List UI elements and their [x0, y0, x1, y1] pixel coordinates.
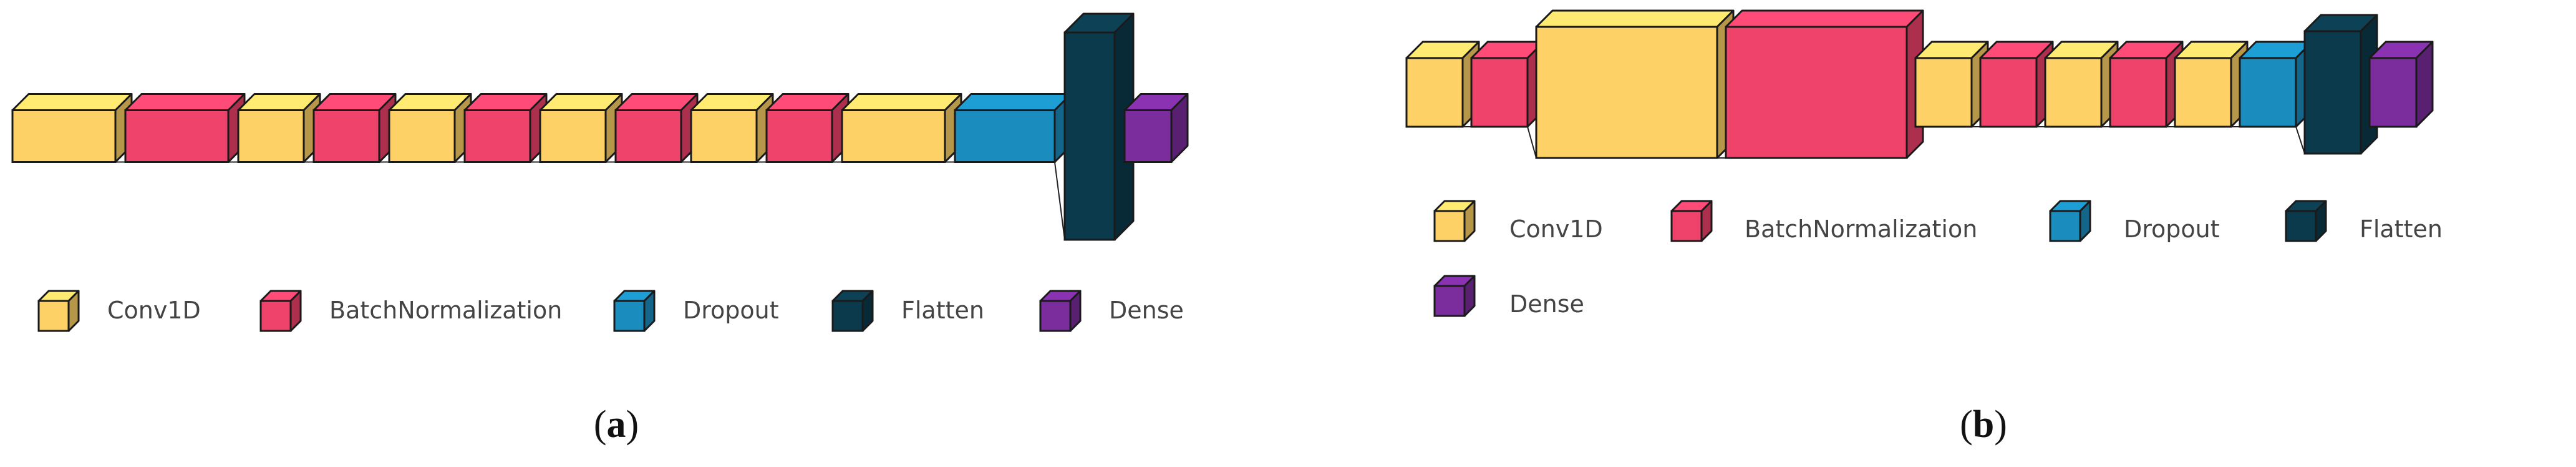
legend-label-flatten: Flatten	[2360, 215, 2443, 243]
legend-item-dense: Dense	[1433, 275, 1584, 318]
legend-item-dropout: Dropout	[613, 290, 779, 332]
legend-item-dense: Dense	[1039, 290, 1184, 332]
legend-label-dropout: Dropout	[2124, 215, 2220, 243]
layer-conv1d-block	[1914, 41, 1989, 128]
flatten-cube-icon	[831, 290, 874, 332]
panel-b: Conv1D BatchNormalization Dropout Flatte…	[1405, 9, 2443, 446]
legend-b: Conv1D BatchNormalization Dropout Flatte…	[1433, 200, 2443, 318]
layer-conv1d-block	[237, 93, 321, 163]
legend-item-conv1d: Conv1D	[1433, 200, 1603, 243]
layer-dense-block	[1123, 93, 1189, 163]
dense-cube-icon	[1433, 275, 1476, 317]
legend-item-dropout: Dropout	[2049, 200, 2220, 243]
network-diagram-b	[1405, 9, 2434, 159]
layer-batchnormalization-block	[765, 93, 850, 163]
layer-batchnormalization-block	[1470, 41, 1545, 128]
layer-batchnormalization-block	[463, 93, 548, 163]
layer-conv1d-block	[2174, 41, 2249, 128]
batchnormalization-cube-icon	[1670, 200, 1713, 242]
layer-batchnormalization-block	[312, 93, 397, 163]
panel-a: Conv1D BatchNormalization Dropout Flatte…	[11, 12, 1189, 446]
layer-batchnormalization-block	[124, 93, 246, 163]
layer-conv1d-block	[388, 93, 472, 163]
legend-item-flatten: Flatten	[2285, 200, 2443, 243]
layer-conv1d-block	[1535, 9, 1735, 159]
layer-batchnormalization-block	[1725, 9, 1924, 159]
legend-label-dropout: Dropout	[683, 297, 779, 324]
network-diagram-a	[11, 12, 1189, 241]
layer-conv1d-block	[690, 93, 774, 163]
dense-cube-icon	[1039, 290, 1082, 332]
layer-conv1d-block	[539, 93, 623, 163]
legend-label-conv1d: Conv1D	[1509, 215, 1603, 243]
layer-conv1d-block	[2044, 41, 2119, 128]
caption-b: (b)	[1960, 403, 2007, 446]
legend-label-flatten: Flatten	[901, 297, 984, 324]
legend-label-conv1d: Conv1D	[107, 297, 201, 324]
layer-dropout-block	[954, 93, 1072, 163]
legend-item-conv1d: Conv1D	[37, 290, 201, 332]
layer-conv1d-block	[1405, 41, 1480, 128]
layer-flatten-block	[1063, 12, 1135, 241]
legend-label-batchnormalization: BatchNormalization	[329, 297, 562, 324]
layer-dense-block	[2368, 41, 2434, 128]
layer-batchnormalization-block	[1979, 41, 2054, 128]
legend-label-batchnormalization: BatchNormalization	[1745, 215, 1977, 243]
layer-batchnormalization-block	[614, 93, 699, 163]
legend-item-batchnormalization: BatchNormalization	[259, 290, 562, 332]
layer-flatten-block	[2303, 14, 2378, 155]
flatten-cube-icon	[2285, 200, 2327, 242]
conv1d-cube-icon	[1433, 200, 1476, 242]
dropout-cube-icon	[613, 290, 656, 332]
batchnormalization-cube-icon	[259, 290, 302, 332]
legend-label-dense: Dense	[1509, 290, 1584, 318]
layer-dropout-block	[2239, 41, 2313, 128]
caption-a: (a)	[594, 403, 639, 446]
layer-conv1d-block	[11, 93, 133, 163]
conv1d-cube-icon	[37, 290, 80, 332]
legend-item-batchnormalization: BatchNormalization	[1670, 200, 1977, 243]
legend-item-flatten: Flatten	[831, 290, 984, 332]
legend-label-dense: Dense	[1109, 297, 1184, 324]
dropout-cube-icon	[2049, 200, 2091, 242]
layer-batchnormalization-block	[2109, 41, 2184, 128]
layer-conv1d-block	[841, 93, 962, 163]
legend-a: Conv1D BatchNormalization Dropout Flatte…	[37, 290, 1184, 332]
